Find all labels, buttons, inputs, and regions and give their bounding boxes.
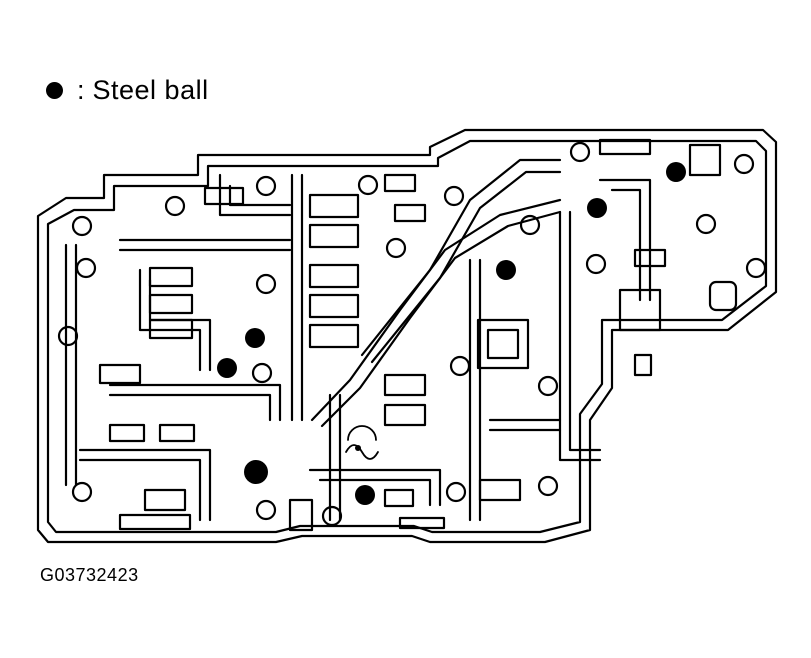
channel-horizontal-mid: [108, 383, 282, 422]
port: [383, 403, 427, 427]
channel-right-long: [558, 210, 602, 462]
channel-left-vertical: [64, 243, 78, 487]
port: [633, 248, 667, 268]
bolt-hole: [537, 475, 559, 497]
bolt-hole: [251, 362, 273, 384]
channel-bottom: [308, 468, 442, 507]
valve-body-outline-outer: [36, 128, 778, 544]
port: [308, 223, 360, 249]
port: [148, 266, 194, 288]
bolt-hole: [537, 375, 559, 397]
port: [148, 293, 194, 315]
bolt-hole: [57, 325, 79, 347]
bolt-hole: [255, 175, 277, 197]
port: [148, 318, 194, 340]
port: [288, 498, 314, 532]
bolt-hole: [569, 141, 591, 163]
valve-body-outline-inner: [46, 139, 768, 534]
port: [618, 288, 662, 332]
channel-horizontal-lower: [78, 448, 212, 522]
bolt-hole: [71, 481, 93, 503]
valve-ports: [98, 138, 738, 532]
bolt-hole: [449, 355, 471, 377]
port: [108, 423, 146, 443]
bolt-hole: [321, 505, 343, 527]
port: [203, 186, 245, 206]
steel-ball: [666, 162, 686, 182]
steel-ball: [244, 460, 268, 484]
bolt-holes: [57, 141, 767, 527]
port: [383, 488, 415, 508]
bolt-hole: [164, 195, 186, 217]
bolt-hole: [443, 185, 465, 207]
port: [308, 193, 360, 219]
port: [98, 363, 142, 385]
steel-ball: [496, 260, 516, 280]
port: [598, 138, 652, 156]
channel-diagonal-long: [360, 158, 562, 364]
legend-label: Steel ball: [92, 74, 209, 105]
port: [393, 203, 427, 223]
steel-ball: [245, 328, 265, 348]
port: [383, 373, 427, 397]
port: [143, 488, 187, 512]
channel-lower-right: [488, 418, 562, 432]
port: [708, 280, 738, 312]
port: [476, 318, 530, 370]
channel-right-vertical: [468, 258, 482, 522]
port: [118, 513, 192, 531]
bolt-hole: [745, 257, 767, 279]
port: [383, 173, 417, 193]
channel-horizontal-upper: [118, 238, 292, 252]
bolt-hole: [733, 153, 755, 175]
bolt-hole: [255, 499, 277, 521]
legend: : Steel ball: [46, 70, 209, 110]
channel-diagonal-mid: [310, 198, 562, 428]
channel-center-right-loop: [328, 393, 342, 522]
bolt-hole: [519, 214, 541, 236]
channel-center-vertical: [290, 173, 304, 422]
bolt-hole: [585, 253, 607, 275]
port: [398, 516, 446, 530]
bolt-hole: [75, 257, 97, 279]
bolt-hole: [71, 215, 93, 237]
port: [633, 353, 653, 377]
port: [308, 323, 360, 349]
steel-ball: [355, 485, 375, 505]
bolt-hole: [385, 237, 407, 259]
bolt-hole: [357, 174, 379, 196]
figure-id: G03732423: [40, 565, 139, 585]
spring-symbol: [345, 444, 379, 460]
channel-top-center: [218, 173, 292, 217]
port: [486, 328, 520, 360]
port: [158, 423, 196, 443]
bolt-hole: [445, 481, 467, 503]
steel-balls: [217, 162, 686, 505]
bolt-hole: [695, 213, 717, 235]
legend-separator: :: [77, 74, 85, 105]
port: [308, 293, 360, 319]
steel-ball: [217, 358, 237, 378]
steel-ball-legend-icon: [46, 81, 63, 99]
steel-ball: [587, 198, 607, 218]
port: [308, 263, 360, 289]
port: [478, 478, 522, 502]
spring-symbol-arc: [347, 425, 377, 441]
bolt-hole: [255, 273, 277, 295]
port: [688, 143, 722, 177]
steel-ball-small: [355, 445, 361, 451]
channel-right-upper: [598, 178, 652, 302]
